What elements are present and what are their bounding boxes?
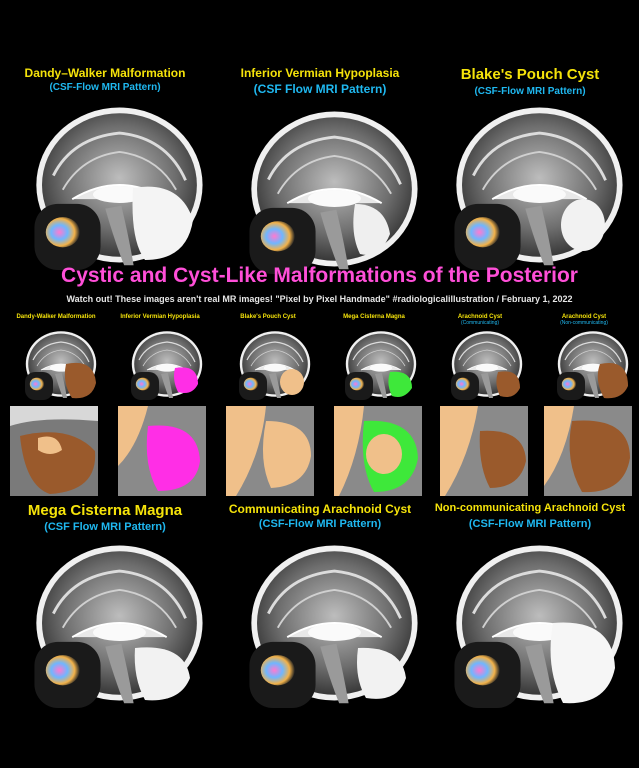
thumb-blakes-pouch — [238, 330, 311, 400]
small-note: (Non-communicating) — [560, 320, 608, 326]
panel-subtitle: (CSF Flow MRI Pattern) — [44, 521, 166, 533]
zoom-dandy-walker — [10, 406, 98, 496]
panel-title: Inferior Vermian Hypoplasia — [240, 66, 400, 80]
panel-title: Non-communicating Arachnoid Cyst — [434, 502, 626, 514]
zoom-arachnoid-communicating — [440, 406, 528, 496]
mri-illustration — [248, 110, 419, 274]
panel-subtitle: (CSF-Flow MRI Pattern) — [49, 82, 161, 93]
mri-illustration — [453, 544, 624, 708]
panel-title: Blake's Pouch Cyst — [460, 66, 600, 83]
panel-mega-cisterna-magna: Mega Cisterna Magna (CSF Flow MRI Patter… — [5, 500, 205, 708]
panel-noncommunicating-arachnoid: Non-communicating Arachnoid Cyst (CSF-Fl… — [430, 500, 630, 708]
mri-illustration — [248, 544, 419, 708]
panel-blakes-pouch: Blake's Pouch Cyst (CSF-Flow MRI Pattern… — [430, 60, 630, 270]
thumb-dandy-walker — [24, 330, 97, 400]
panel-title: Mega Cisterna Magna — [27, 502, 183, 519]
panel-communicating-arachnoid: Communicating Arachnoid Cyst (CSF-Flow M… — [220, 500, 420, 708]
main-title: Cystic and Cyst-Like Malformations of th… — [61, 264, 578, 287]
panel-subtitle: (CSF-Flow MRI Pattern) — [258, 518, 382, 530]
panel-dandy-walker: Dandy–Walker Malformation (CSF-Flow MRI … — [5, 60, 205, 270]
small-note: (Communicating) — [460, 320, 500, 326]
small-title: Inferior Vermian Hypoplasia — [120, 314, 200, 320]
panel-title: Dandy–Walker Malformation — [24, 66, 186, 80]
thumb-arachnoid-communicating — [450, 330, 523, 400]
small-title: Blake's Pouch Cyst — [240, 314, 296, 320]
small-title: Arachnoid Cyst — [561, 314, 607, 320]
panel-subtitle: (CSF-Flow MRI Pattern) — [468, 518, 592, 530]
panel-subtitle: (CSF Flow MRI Pattern) — [253, 82, 387, 96]
panel-inferior-vermian-hypoplasia: Inferior Vermian Hypoplasia (CSF Flow MR… — [220, 60, 420, 274]
zoom-blakes-pouch — [226, 406, 314, 496]
thumb-inferior-vermian — [130, 330, 203, 400]
panel-title: Communicating Arachnoid Cyst — [228, 502, 412, 516]
zoom-mega-cisterna — [334, 406, 422, 496]
thumb-arachnoid-noncommunicating — [556, 330, 629, 400]
mri-illustration — [33, 544, 204, 708]
mri-illustration — [33, 106, 204, 270]
small-title: Mega Cisterna Magna — [343, 314, 405, 320]
mri-illustration — [453, 106, 624, 270]
zoom-inferior-vermian — [118, 406, 206, 496]
credit-line: Watch out! These images aren't real MR i… — [66, 294, 573, 304]
small-title: Dandy-Walker Malformation — [16, 314, 96, 320]
small-title: Arachnoid Cyst — [457, 314, 503, 320]
zoom-arachnoid-noncommunicating — [544, 406, 632, 496]
panel-subtitle: (CSF-Flow MRI Pattern) — [474, 86, 586, 97]
thumb-mega-cisterna — [344, 330, 417, 400]
